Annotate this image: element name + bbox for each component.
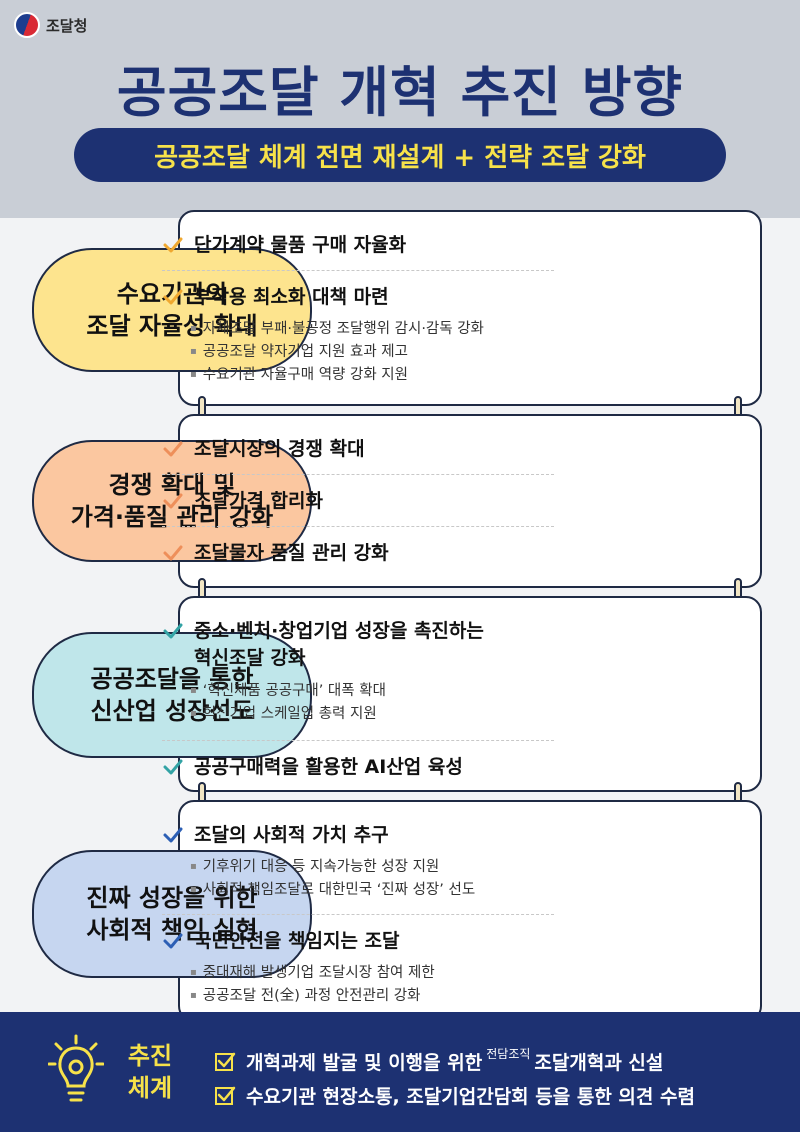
- check-icon: [163, 493, 183, 509]
- divider: [162, 740, 554, 741]
- check-icon: [163, 623, 183, 639]
- sub-list: 중대재해 발생기업 조달시장 참여 제한 공공조달 전(全) 과정 안전관리 강…: [190, 962, 435, 1008]
- sub-list: 자체조달 부패·불공정 조달행위 감시·감독 강화 공공조달 약자기업 지원 효…: [190, 318, 484, 388]
- divider: [162, 526, 554, 527]
- list-item: 중소·벤처·창업기업 성장을 촉진하는 혁신조달 강화: [162, 618, 484, 671]
- sub-item: 혁신기업 스케일업 총력 지원: [190, 703, 386, 726]
- pill-line-2: 사회적 책임 실현: [86, 916, 258, 944]
- subtitle-banner: 공공조달 체계 전면 재설계 + 전략 조달 강화: [74, 128, 726, 182]
- sub-list: ‘혁신제품 공공구매’ 대폭 확대 혁신기업 스케일업 총력 지원: [190, 680, 386, 726]
- footer-title: 추진 체계: [127, 1042, 173, 1103]
- lightbulb-gear-icon: [48, 1034, 104, 1102]
- list-item: 국민안전을 책임지는 조달: [162, 928, 400, 955]
- section-pill-2: 경쟁 확대 및 가격·품질 관리 강화: [32, 440, 312, 562]
- check-icon: [163, 759, 183, 775]
- sub-item: 중대재해 발생기업 조달시장 참여 제한: [190, 962, 435, 985]
- sub-item: 수요기관 자율구매 역량 강화 지원: [190, 364, 484, 387]
- logo: 조달청: [14, 12, 87, 38]
- footer: [0, 1012, 800, 1132]
- check-icon: [163, 827, 183, 843]
- section-pill-1: 수요기관의 조달 자율성 확대: [32, 248, 312, 372]
- list-item: 단가계약 물품 구매 자율화: [162, 232, 406, 259]
- check-icon: [163, 441, 183, 457]
- list-item: 공공구매력을 활용한 AI산업 육성: [162, 754, 463, 781]
- check-icon: [163, 289, 183, 305]
- checkbox-checked-icon: [215, 1086, 236, 1105]
- divider: [162, 270, 554, 271]
- footer-row: 수요기관 현장소통, 조달기업간담회 등을 통한 의견 수렴: [214, 1082, 695, 1109]
- list-item: 조달시장의 경쟁 확대: [162, 436, 365, 463]
- sub-item: 기후위기 대응 등 지속가능한 성장 지원: [190, 856, 475, 879]
- footer-row: 개혁과제 발굴 및 이행을 위한 전담조직 조달개혁과 신설: [214, 1047, 663, 1075]
- divider: [162, 474, 554, 475]
- sub-item: 자체조달 부패·불공정 조달행위 감시·감독 강화: [190, 318, 484, 341]
- list-item: 조달의 사회적 가치 추구: [162, 822, 389, 849]
- check-icon: [163, 933, 183, 949]
- check-icon: [163, 237, 183, 253]
- sub-item: 공공조달 약자기업 지원 효과 제고: [190, 341, 484, 364]
- section-card-2: [178, 414, 762, 588]
- pill-line-1: 경쟁 확대 및: [108, 470, 236, 499]
- sub-item: 공공조달 전(全) 과정 안전관리 강화: [190, 985, 435, 1008]
- sub-item: ‘혁신제품 공공구매’ 대폭 확대: [190, 680, 386, 703]
- checkbox-checked-icon: [215, 1052, 236, 1071]
- divider: [162, 914, 554, 915]
- list-item: 조달물자 품질 관리 강화: [162, 540, 389, 567]
- list-item: 부작용 최소화 대책 마련: [162, 284, 389, 311]
- header: 조달청 공공조달 개혁 추진 방향 공공조달 체계 전면 재설계 + 전략 조달…: [0, 0, 800, 218]
- list-item: 조달가격 합리화: [162, 488, 323, 515]
- logo-text: 조달청: [46, 16, 88, 35]
- sub-list: 기후위기 대응 등 지속가능한 성장 지원 사회적 책임조달로 대한민국 ‘진짜…: [190, 856, 475, 902]
- sub-item: 사회적 책임조달로 대한민국 ‘진짜 성장’ 선도: [190, 879, 475, 902]
- page-title: 공공조달 개혁 추진 방향: [116, 61, 684, 124]
- taegeuk-logo-icon: [14, 12, 40, 38]
- check-icon: [163, 545, 183, 561]
